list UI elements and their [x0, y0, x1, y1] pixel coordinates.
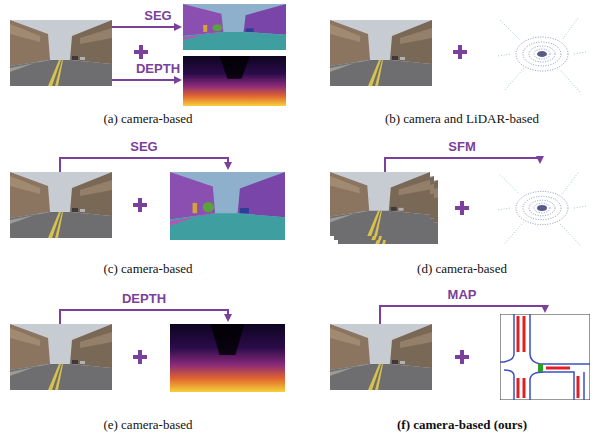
arrow-label: MAP: [448, 288, 477, 303]
panel-caption: (d) camera-based: [417, 262, 507, 277]
panel-caption: (c) camera-based: [103, 262, 192, 277]
panel-caption: (a) camera-based: [103, 112, 192, 127]
arrow-label: SEG: [144, 9, 171, 24]
panel-caption: (e) camera-based: [103, 418, 192, 433]
panel-caption: (f) camera-based (ours): [397, 418, 527, 433]
panel-caption: (b) camera and LiDAR-based: [385, 112, 539, 127]
arrow-label: SFM: [448, 140, 475, 155]
arrow-label: DEPTH: [136, 62, 180, 77]
arrow-label: DEPTH: [122, 292, 166, 307]
arrow-label: SEG: [130, 140, 157, 155]
